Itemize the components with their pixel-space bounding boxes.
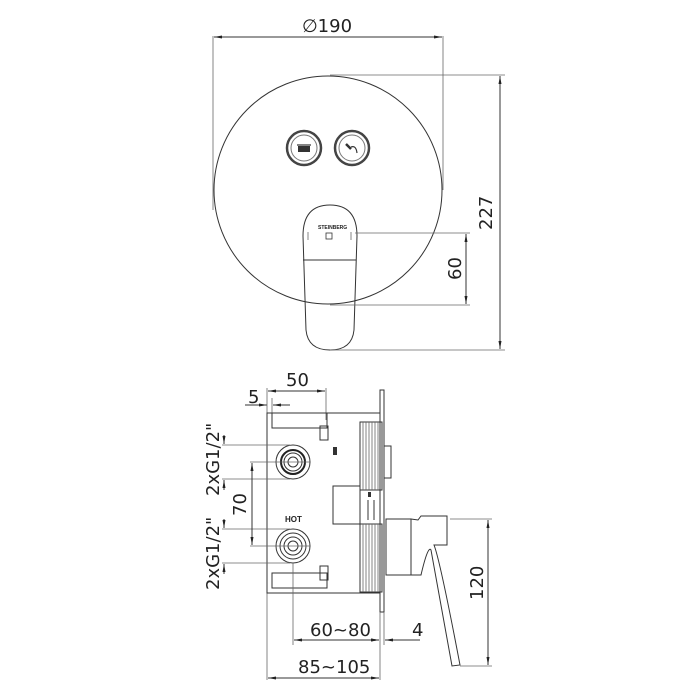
total-depth-label: 85~105 (298, 657, 370, 678)
spacing-label: 70 (230, 493, 251, 516)
offset-label: 5 (248, 387, 259, 408)
handle-height-label: 120 (467, 566, 488, 600)
brand-text: STEINBERG (318, 225, 347, 231)
handle-offset-label: 60 (445, 257, 466, 280)
plate-thickness-label: 4 (412, 620, 423, 641)
rose-plate (213, 75, 443, 305)
lever-handle (302, 204, 358, 351)
bathtub-icon (297, 144, 311, 152)
depth-range-label: 60~80 (310, 620, 371, 641)
bottom-screw (319, 565, 329, 581)
diverter-button-shower (333, 129, 371, 167)
hot-label: HOT (285, 515, 302, 524)
top-mount-bracket (271, 412, 328, 429)
logo-icon (325, 232, 333, 240)
diverter-button-side (383, 445, 392, 479)
cartridge-marker (368, 492, 371, 497)
thread-section-top (359, 421, 383, 491)
side-view: 50 5 (203, 370, 492, 680)
cover-plate (379, 389, 385, 613)
width-label: 50 (286, 370, 309, 391)
lever-handle-side (410, 515, 461, 667)
bottom-mount-bracket (271, 572, 328, 589)
body-marking (333, 447, 337, 455)
handle-hub (385, 518, 412, 576)
thread-section-bottom (359, 523, 383, 593)
height-label: 227 (476, 196, 497, 230)
diameter-label: ∅190 (302, 16, 352, 37)
thread-top-label: 2xG1/2" (203, 423, 224, 496)
thread-bottom-label: 2xG1/2" (203, 517, 224, 590)
diverter-button-bath (285, 129, 323, 167)
shower-head-icon (345, 143, 358, 154)
cartridge-cutout (332, 485, 361, 525)
top-screw (319, 425, 329, 441)
front-view: ∅190 STEINBERG (212, 16, 505, 351)
